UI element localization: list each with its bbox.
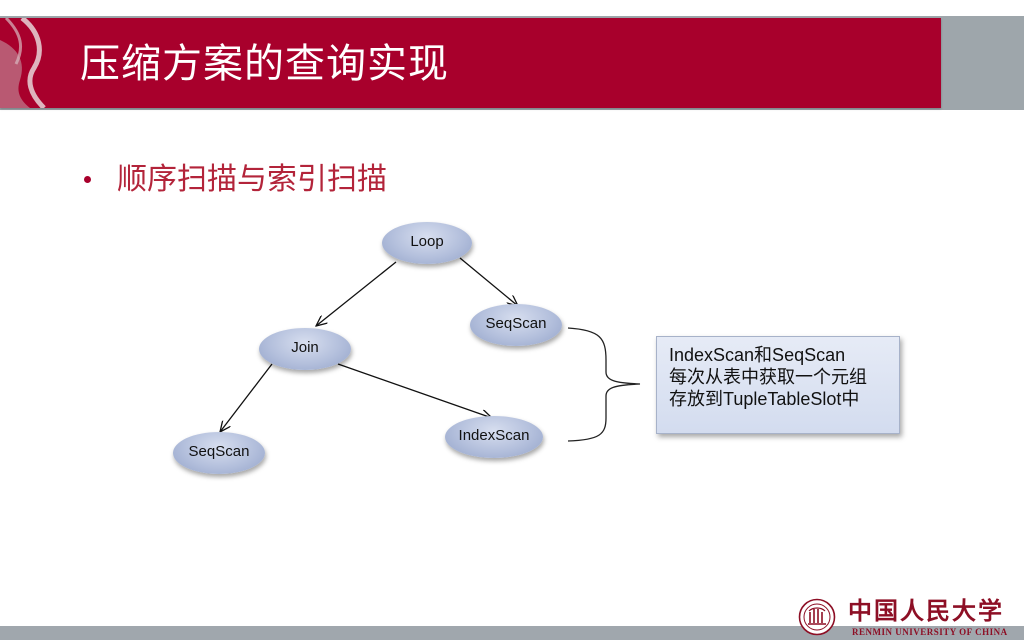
slide-title: 压缩方案的查询实现 (80, 41, 449, 87)
node-join: Join (259, 328, 351, 370)
callout-line: 存放到TupleTableSlot中 (669, 389, 860, 409)
edge-loop-join (316, 261, 397, 326)
title-band (0, 18, 941, 108)
university-logo: 中国人民大学 RENMIN UNIVERSITY OF CHINA (798, 596, 1024, 640)
logo-english-name: RENMIN UNIVERSITY OF CHINA (852, 627, 1008, 637)
university-seal-icon (798, 598, 836, 636)
callout-box: IndexScan和SeqScan 每次从表中获取一个元组 存放到TupleTa… (656, 336, 900, 434)
node-loop: Loop (382, 222, 472, 264)
edge-join-seqscan (220, 363, 273, 432)
callout-line: 每次从表中获取一个元组 (669, 367, 867, 387)
logo-chinese-name: 中国人民大学 (848, 596, 1004, 625)
footer-bar (0, 626, 1024, 640)
edge-join-indexscan (337, 363, 492, 418)
node-indexscan: IndexScan (445, 416, 543, 458)
node-seqscan-right-label: SeqScan (485, 314, 547, 332)
bullet-icon (84, 176, 91, 183)
node-seqscan-right: SeqScan (470, 304, 562, 346)
node-seqscan-left-label: SeqScan (188, 442, 250, 460)
node-seqscan-left: SeqScan (173, 432, 265, 474)
node-loop-label: Loop (410, 232, 444, 250)
callout-line: IndexScan和SeqScan (669, 345, 846, 365)
bullet-text: 顺序扫描与索引扫描 (117, 162, 387, 197)
edge-loop-seqscan (459, 257, 518, 306)
node-indexscan-label: IndexScan (458, 426, 530, 444)
right-brace-icon (567, 327, 641, 442)
node-join-label: Join (291, 338, 319, 356)
ribbon-ornament-icon (0, 18, 46, 108)
